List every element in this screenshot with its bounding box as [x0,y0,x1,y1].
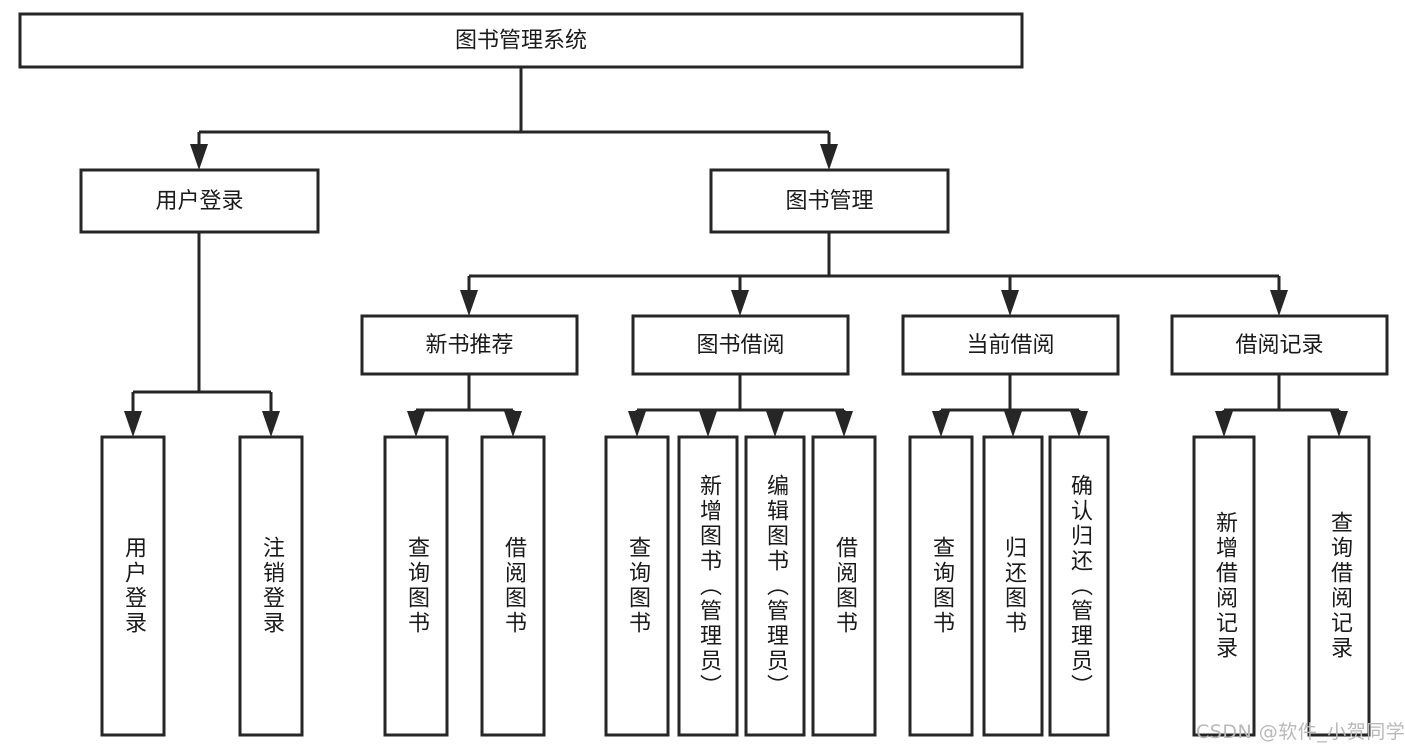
node-box-leaf-user-login[interactable] [100,435,166,737]
node-box-root[interactable] [18,12,1024,69]
arrow-head [628,411,646,437]
node-box-book-management[interactable] [709,168,950,234]
arrow-head [262,411,280,437]
connector-layer [124,67,1348,437]
arrow-head [504,411,522,437]
node-box-book-borrow[interactable] [631,314,850,376]
arrow-head [124,411,142,437]
node-label-book-borrow: 图书借阅 [696,333,784,358]
node-box-leaf-query-book-borrow[interactable] [604,435,670,737]
arrow-head [460,290,478,316]
arrow-head [1004,411,1022,437]
node-box-leaf-query-borrow-record[interactable] [1307,435,1371,737]
node-box-leaf-query-book-recommend[interactable] [383,435,449,737]
node-box-leaf-edit-book[interactable] [744,435,806,737]
node-box-leaf-query-book-current[interactable] [908,435,974,737]
arrow-head [1001,290,1019,316]
node-box-leaf-borrow-book[interactable] [811,435,877,737]
arrow-head [932,411,950,437]
node-label-new-book-recommend: 新书推荐 [425,333,513,358]
csdn-watermark: CSDN @软件_小贺同学 [1196,721,1405,743]
arrow-head [820,144,838,170]
arrow-head [835,411,853,437]
arrow-head [190,144,208,170]
arrow-head [1270,290,1288,316]
node-box-leaf-borrow-book-recommend[interactable] [480,435,546,737]
node-box-leaf-return-book[interactable] [982,435,1044,737]
node-box-borrow-record[interactable] [1170,314,1389,376]
arrow-head [731,290,749,316]
arrow-head [699,411,717,437]
node-label-user-login: 用户登录 [155,189,243,214]
arrow-head [1330,411,1348,437]
node-box-leaf-add-borrow-record[interactable] [1192,435,1256,737]
arrow-head [766,411,784,437]
node-box-leaf-add-book[interactable] [677,435,739,737]
node-box-leaf-user-logout[interactable] [238,435,304,737]
arrow-head [1215,411,1233,437]
node-box-new-book-recommend[interactable] [360,314,579,376]
node-label-book-management: 图书管理 [785,189,873,214]
arrow-head [407,411,425,437]
node-label-root: 图书管理系统 [455,29,587,54]
node-box-current-borrow[interactable] [901,314,1120,376]
node-label-borrow-record: 借阅记录 [1235,333,1323,358]
node-box-user-login[interactable] [79,168,320,234]
node-box-leaf-confirm-return[interactable] [1048,435,1110,737]
node-label-current-borrow: 当前借阅 [966,333,1054,358]
arrow-head [1070,411,1088,437]
